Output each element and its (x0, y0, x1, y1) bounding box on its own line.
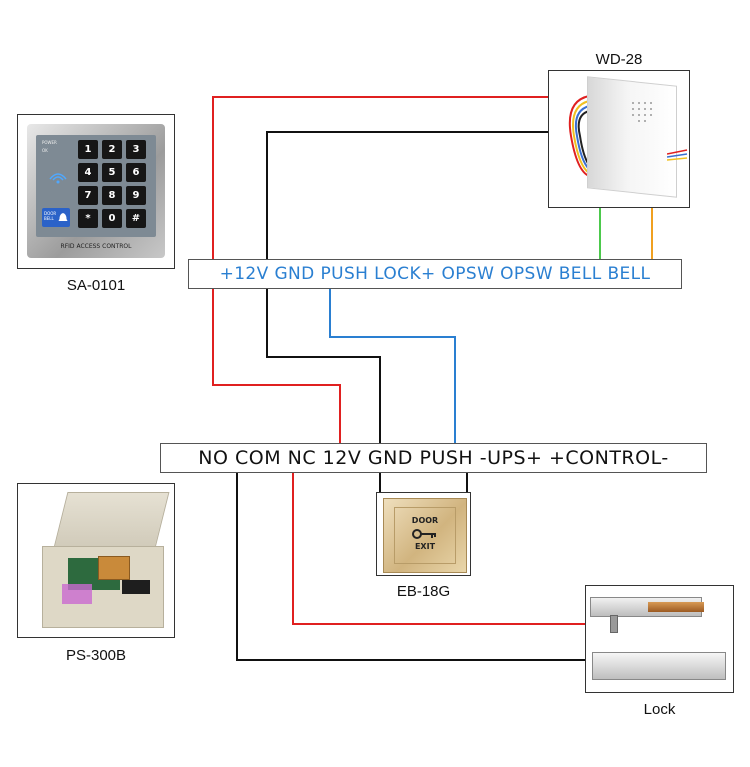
keypad-footer-label: RFID ACCESS CONTROL (60, 243, 132, 250)
door-bell-button[interactable]: DOOR BELL (42, 208, 70, 227)
key-7[interactable]: 7 (78, 186, 98, 205)
bell-terminal-strip: +12V GND PUSH LOCK+ OPSW OPSW BELL BELL (188, 259, 682, 289)
key-1[interactable]: 1 (78, 140, 98, 159)
exit-button-line2: EXIT (414, 542, 436, 551)
key-2[interactable]: 2 (102, 140, 122, 159)
red-wire-12v (212, 96, 548, 443)
ok-led-label: OK (42, 148, 48, 153)
key-9[interactable]: 9 (126, 186, 146, 205)
speaker-grille-icon (632, 102, 652, 122)
bolt-lock-plate (648, 602, 704, 612)
exit-button-plate[interactable]: DOOR EXIT (383, 498, 467, 573)
black-wire-gnd (266, 131, 548, 443)
exit-button-inner: DOOR EXIT (394, 507, 456, 564)
rfid-icon (49, 173, 67, 184)
keypad-caption: SA-0101 (66, 277, 126, 294)
exit-button-device: DOOR EXIT (376, 492, 471, 576)
key-hash[interactable]: # (126, 209, 146, 228)
red-wire-lock (292, 473, 585, 625)
keypad-panel: POWER OK DOOR BELL 1 2 3 4 5 6 7 (36, 135, 156, 237)
key-icon (412, 529, 436, 539)
bell-device (548, 70, 690, 208)
lock-device (585, 585, 734, 693)
bell-icon (58, 213, 68, 221)
exit-button-caption: EB-18G (396, 583, 451, 600)
bolt-lock-pin (610, 615, 618, 633)
bell-caption: WD-28 (595, 51, 643, 68)
battery-leads (62, 584, 92, 604)
key-6[interactable]: 6 (126, 163, 146, 182)
key-0[interactable]: 0 (102, 209, 122, 228)
keypad-body: POWER OK DOOR BELL 1 2 3 4 5 6 7 (27, 124, 165, 258)
key-3[interactable]: 3 (126, 140, 146, 159)
exit-button-line1: DOOR (411, 516, 439, 525)
key-4[interactable]: 4 (78, 163, 98, 182)
lock-caption: Lock (643, 701, 676, 718)
power-supply-caption: PS-300B (65, 647, 127, 664)
bell-lead-wires-icon (667, 149, 688, 161)
bell-wires-icon (568, 95, 590, 177)
door-bell-label: DOOR BELL (44, 211, 57, 221)
keypad-device: POWER OK DOOR BELL 1 2 3 4 5 6 7 (17, 114, 175, 269)
power-supply-device (17, 483, 175, 638)
transformer (98, 556, 130, 580)
keypad-keys: 1 2 3 4 5 6 7 8 9 * 0 # (78, 140, 150, 228)
magnetic-lock-body (592, 652, 726, 680)
key-8[interactable]: 8 (102, 186, 122, 205)
power-led-label: POWER (42, 140, 57, 145)
power-supply-lid (52, 492, 170, 552)
key-5[interactable]: 5 (102, 163, 122, 182)
key-star[interactable]: * (78, 209, 98, 228)
black-wire-lock (236, 473, 585, 661)
terminal-block (122, 580, 150, 594)
power-terminal-strip: NO COM NC 12V GND PUSH -UPS+ +CONTROL- (160, 443, 707, 473)
blue-wire-push (329, 289, 456, 443)
